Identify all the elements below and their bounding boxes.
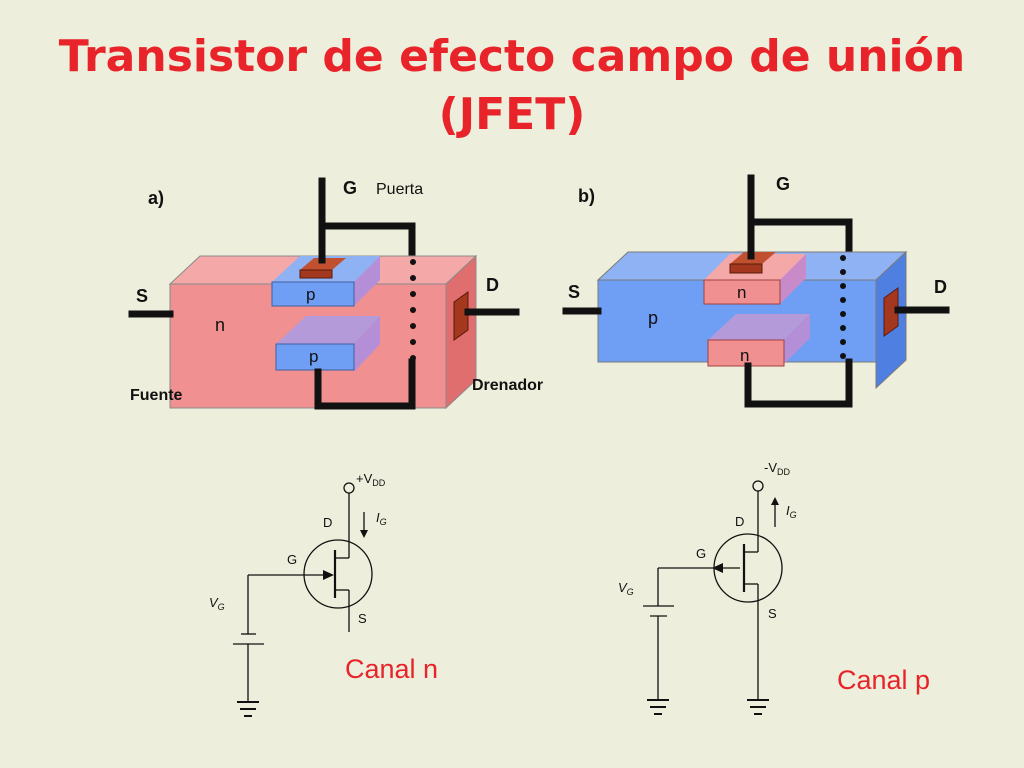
p-gate-label: G (696, 546, 706, 561)
a-wires (128, 177, 520, 410)
n-drain-label: D (323, 515, 332, 530)
b-gate-region-top-label: n (737, 283, 746, 302)
n-caption: Canal n (345, 654, 438, 684)
p-gate-arrow (712, 563, 723, 573)
a-drain-name: Drenador (472, 377, 543, 394)
b-gate-region-bottom-label: n (740, 346, 749, 365)
p-gate-voltage-label: VG (618, 580, 634, 597)
a-gate-region-top-label: p (306, 285, 315, 304)
b-tag: b) (578, 186, 595, 206)
symbol-n-channel: +VDD IG D G S VG Canal n (209, 471, 438, 717)
n-current-arrow (360, 530, 368, 538)
p-supply-label: -VDD (764, 460, 790, 477)
b-drain-contact (883, 287, 899, 337)
n-supply-label: +VDD (356, 471, 386, 488)
a-gate-region-bottom-label: p (309, 347, 318, 366)
p-supply-terminal (752, 480, 764, 492)
title-line-2: (JFET) (438, 89, 586, 140)
a-drain-contact (453, 291, 469, 341)
b-drain-label: D (934, 277, 947, 297)
n-current-label: IG (376, 510, 387, 527)
a-gate-top-side (354, 256, 380, 306)
b-wires (562, 174, 950, 408)
a-gate-label: G (343, 178, 357, 198)
title-line-1: Transistor de efecto campo de unión (58, 31, 966, 82)
n-gate-arrow (323, 570, 334, 580)
b-gate-top-side (780, 254, 806, 304)
a-drain-label: D (486, 275, 499, 295)
a-source-name: Fuente (130, 387, 183, 404)
p-caption: Canal p (837, 665, 930, 695)
diagram-b: b) G S D p n n (562, 174, 950, 408)
n-source-label: S (358, 611, 367, 626)
b-gate-contact (729, 263, 763, 274)
a-gate-top-front (271, 281, 355, 307)
b-gate-bot-front (707, 339, 785, 367)
n-supply-terminal (343, 482, 355, 494)
p-current-arrow (771, 497, 779, 505)
b-dotted-line (840, 255, 846, 359)
n-gate-label: G (287, 552, 297, 567)
a-source-label: S (136, 286, 148, 306)
b-gate-bot-side (784, 314, 810, 364)
a-channel-label: n (215, 315, 225, 335)
b-gate-top-front (703, 279, 781, 305)
p-circuit-lines (643, 480, 783, 715)
a-gate-contact (299, 269, 333, 279)
b-gate-label: G (776, 174, 790, 194)
n-circuit-lines (233, 482, 373, 717)
a-gate-bot-topface (276, 316, 380, 344)
b-gate-bot-topface (708, 314, 810, 340)
b-channel-label: p (648, 308, 658, 328)
a-tag: a) (148, 188, 164, 208)
p-current-label: IG (786, 503, 797, 520)
a-gate-bot-side (354, 316, 380, 372)
n-gate-voltage-label: VG (209, 595, 225, 612)
a-gate-bot-front (275, 343, 355, 371)
diagram-a: a) G Puerta S D n p p Fuente Drenador (128, 177, 543, 410)
a-gate-contact-top (300, 258, 346, 270)
a-gate-name: Puerta (376, 181, 423, 198)
p-source-label: S (768, 606, 777, 621)
slide-title: Transistor de efecto campo de unión (JFE… (0, 28, 1024, 144)
symbol-p-channel: -VDD IG D G S VG Canal p (618, 460, 930, 715)
p-drain-label: D (735, 514, 744, 529)
n-transistor-circle (303, 539, 373, 609)
b-source-label: S (568, 282, 580, 302)
